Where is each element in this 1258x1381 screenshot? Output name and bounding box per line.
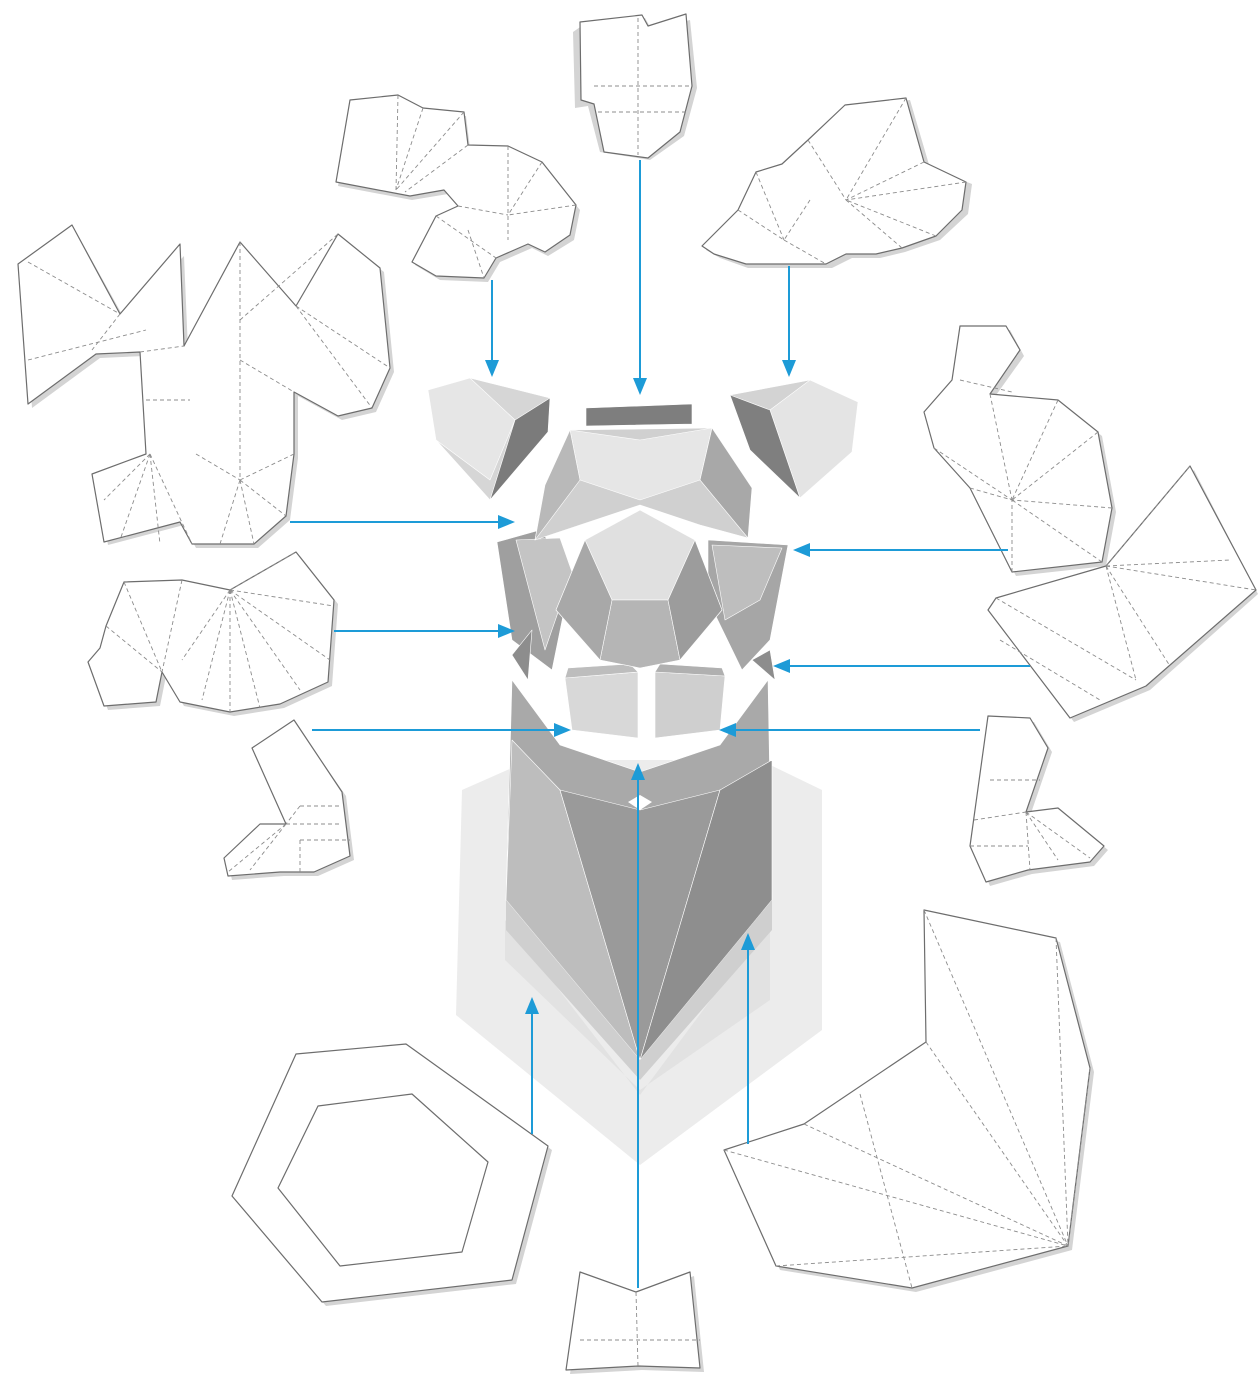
- right-mouth-piece: [970, 716, 1108, 886]
- chin-piece: [566, 1272, 704, 1374]
- top-head-piece: [573, 14, 697, 160]
- arrow-right-ear-head: [782, 360, 796, 377]
- head-top-cap: [586, 404, 692, 426]
- arrow-left-ear-head: [485, 360, 499, 377]
- arrow-right-cheek-lower-head: [773, 659, 790, 673]
- left-cheek-lower-piece: [88, 552, 338, 716]
- mount-ring-piece: [232, 1044, 552, 1306]
- left-cheek-upper-piece: [18, 225, 394, 548]
- assembled-head-model: [428, 378, 858, 1165]
- arrow-right-cheek-upper-head: [793, 543, 810, 557]
- arrow-left-mouth-head: [554, 723, 571, 737]
- arrow-top-head-head: [633, 378, 647, 395]
- left-mouth-piece: [224, 720, 354, 880]
- left-ear-piece: [336, 95, 580, 282]
- right-cheek-upper-piece: [924, 326, 1116, 576]
- arrow-left-cheek-upper-head: [498, 515, 515, 529]
- muzzle-front: [600, 600, 680, 668]
- mouth-block-right: [655, 672, 725, 738]
- right-ear-piece: [702, 98, 972, 268]
- mouth-block-left: [565, 672, 638, 738]
